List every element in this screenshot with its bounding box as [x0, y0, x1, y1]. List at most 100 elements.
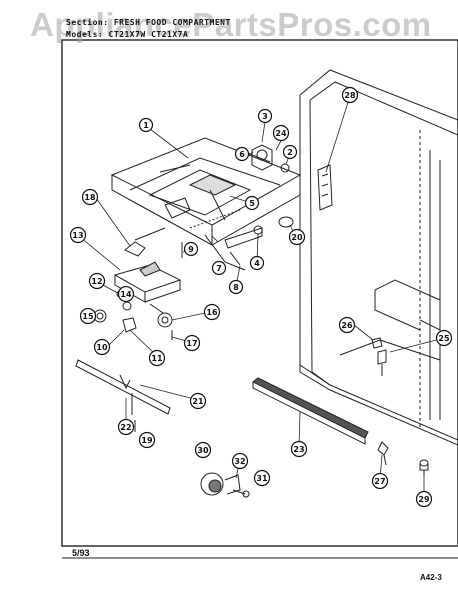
callout-number: 20 [291, 233, 303, 242]
callout-16: 16 [203, 303, 221, 321]
callout-number: 1 [143, 121, 149, 130]
callout-circle [183, 334, 201, 352]
callout-number: 31 [256, 474, 268, 483]
callout-number: 18 [84, 193, 96, 202]
callout-number: 30 [197, 446, 209, 455]
callout-number: 27 [374, 477, 385, 486]
callout-3: 3 [257, 108, 273, 124]
callout-number: 21 [192, 397, 204, 406]
callout-1: 1 [138, 117, 154, 133]
callout-circle [183, 241, 199, 257]
callout-circle [81, 188, 99, 206]
callout-number: 9 [188, 245, 194, 254]
callout-circle [138, 431, 156, 449]
callout-7: 7 [211, 260, 227, 276]
callout-13: 13 [69, 226, 87, 244]
callout-29: 29 [415, 490, 433, 508]
callout-12: 12 [88, 272, 106, 290]
callout-circle [371, 472, 389, 490]
callout-number: 10 [96, 343, 108, 352]
watermark: AppliancePartsPros.com [30, 6, 432, 43]
callout-number: 13 [72, 231, 83, 240]
light-socket-drawing [93, 227, 182, 340]
callout-10: 10 [93, 338, 111, 356]
callout-circle [435, 329, 453, 347]
callout-6: 6 [234, 146, 250, 162]
section-title: Section: FRESH FOOD COMPARTMENT [66, 18, 231, 27]
callout-circle [341, 86, 359, 104]
callout-circle [148, 349, 166, 367]
callout-circle [257, 108, 273, 124]
callout-number: 23 [293, 445, 304, 454]
callout-2: 2 [282, 144, 298, 160]
callout-circle [211, 260, 227, 276]
callout-number: 15 [82, 312, 94, 321]
callout-number: 29 [418, 495, 430, 504]
callout-number: 8 [233, 283, 239, 292]
callout-23: 23 [290, 440, 308, 458]
callout-circle [117, 418, 135, 436]
callout-5: 5 [244, 195, 260, 211]
callout-circle [288, 228, 306, 246]
callout-8: 8 [228, 279, 244, 295]
callout-circle [272, 124, 290, 142]
callout-number: 32 [234, 457, 245, 466]
callout-19: 19 [138, 431, 156, 449]
callout-number: 2 [287, 148, 293, 157]
callout-22: 22 [117, 418, 135, 436]
callout-circle [253, 469, 271, 487]
callout-number: 3 [262, 112, 268, 121]
callout-number: 11 [151, 354, 163, 363]
page-frame [61, 39, 458, 547]
callout-number: 14 [120, 290, 132, 299]
callout-circle [79, 307, 97, 325]
callout-circle [189, 392, 207, 410]
callout-circle [194, 441, 212, 459]
callout-circle [88, 272, 106, 290]
control-housing-drawing [110, 137, 302, 271]
callout-26: 26 [338, 316, 356, 334]
callout-number: 22 [120, 423, 131, 432]
callout-circle [69, 226, 87, 244]
grille-drawing [252, 377, 369, 445]
callout-circle [117, 285, 135, 303]
callout-17: 17 [183, 334, 201, 352]
callout-circle [290, 440, 308, 458]
callout-27: 27 [371, 472, 389, 490]
callout-number: 4 [254, 259, 260, 268]
callout-21: 21 [189, 392, 207, 410]
callout-number: 16 [206, 308, 218, 317]
callout-25: 25 [435, 329, 453, 347]
callout-circle [228, 279, 244, 295]
callout-number: 5 [249, 199, 255, 208]
callout-circle [415, 490, 433, 508]
callout-circle [338, 316, 356, 334]
bar-drawing [75, 359, 171, 432]
footer-page-code: A42-3 [420, 573, 442, 582]
cabinet-drawing [299, 69, 458, 446]
callout-number: 19 [141, 436, 153, 445]
callout-18: 18 [81, 188, 99, 206]
callout-number: 7 [216, 264, 222, 273]
callout-circle [93, 338, 111, 356]
callout-20: 20 [288, 228, 306, 246]
callout-11: 11 [148, 349, 166, 367]
callout-number: 26 [341, 321, 353, 330]
callout-circle [249, 255, 265, 271]
callout-circle [203, 303, 221, 321]
callout-number: 28 [344, 91, 356, 100]
callout-24: 24 [272, 124, 290, 142]
callout-circle [231, 452, 249, 470]
callout-28: 28 [341, 86, 359, 104]
roller-drawing [200, 337, 429, 498]
callout-number: 17 [186, 339, 197, 348]
callout-circle [138, 117, 154, 133]
footer-date: 5/93 [72, 548, 90, 558]
callout-4: 4 [249, 255, 265, 271]
callout-number: 24 [275, 129, 287, 138]
callout-circle [234, 146, 250, 162]
callout-circle [282, 144, 298, 160]
callout-number: 25 [438, 334, 450, 343]
